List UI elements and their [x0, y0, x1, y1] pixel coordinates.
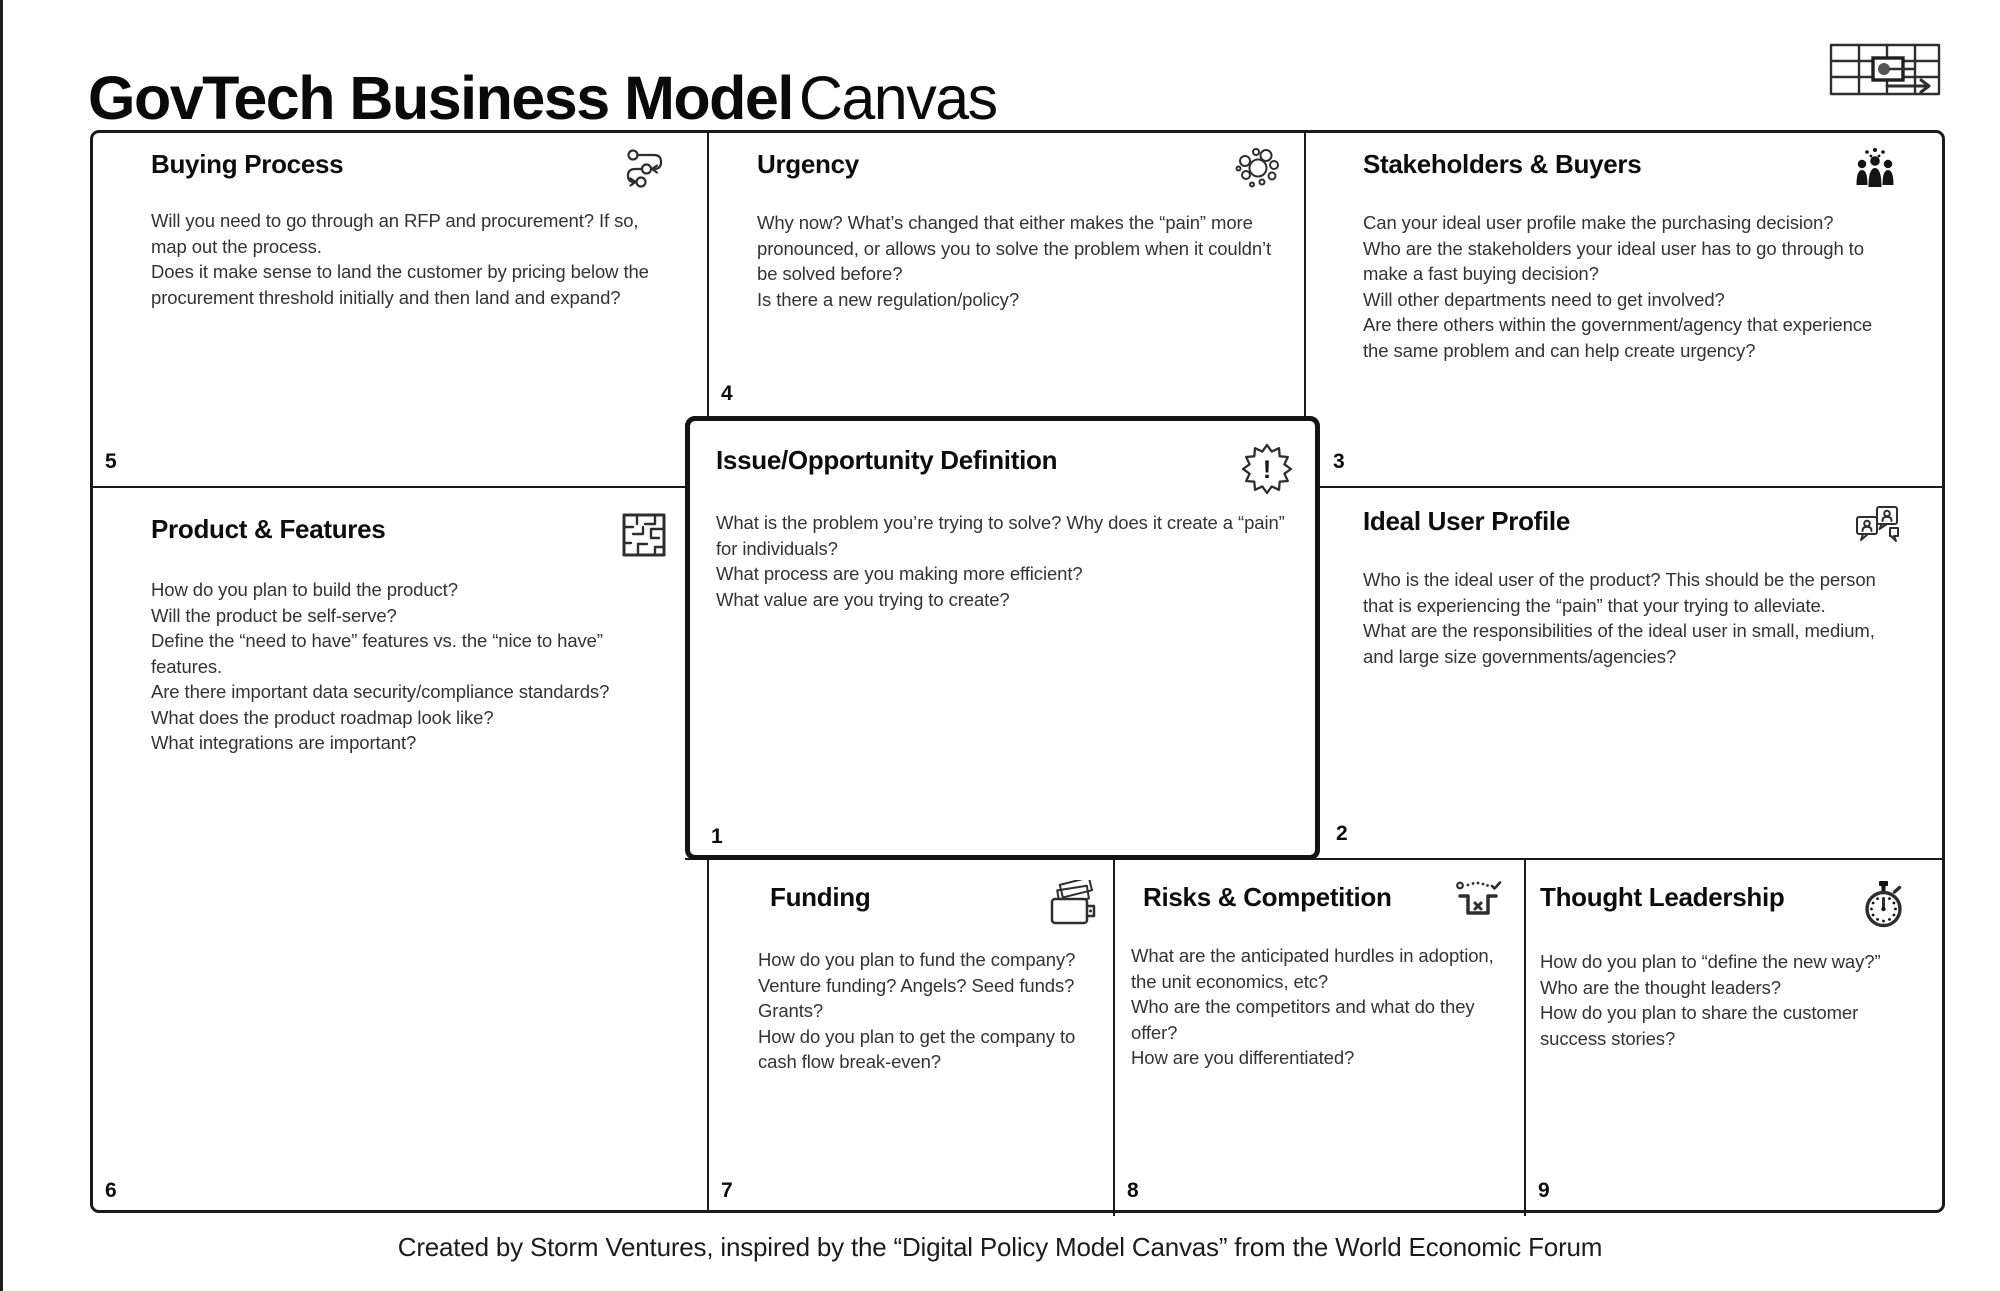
- section-title: Stakeholders & Buyers: [1363, 149, 1642, 179]
- section-number-risks: 8: [1127, 1179, 1139, 1202]
- section-number-ideal-user: 2: [1336, 822, 1348, 845]
- section-questions: Can your ideal user profile make the pur…: [1363, 212, 1873, 361]
- section-questions: How do you plan to fund the company? Ven…: [758, 949, 1076, 1072]
- canvas-grid-arrow-icon: [1828, 36, 1946, 107]
- section-product-features: Product & Features: [93, 488, 707, 1216]
- section-number-product: 6: [105, 1179, 117, 1202]
- wallet-icon: [1047, 876, 1099, 933]
- chat-people-icon: [1854, 504, 1902, 553]
- maze-icon: [621, 512, 667, 563]
- section-stakeholders-buyers: Stakeholders & Buyers: [1306, 133, 1948, 486]
- alert-seal-icon: !: [1241, 443, 1293, 500]
- section-funding: Funding How do you p: [709, 860, 1113, 1216]
- canvas-grid: Buying Process W: [90, 130, 1948, 1216]
- section-title: Buying Process: [151, 149, 344, 179]
- section-questions: Who is the ideal user of the product? Th…: [1363, 569, 1876, 667]
- section-title: Thought Leadership: [1540, 882, 1785, 912]
- section-questions: How do you plan to “define the new way?”…: [1540, 951, 1881, 1049]
- section-title: Urgency: [757, 149, 859, 179]
- section-questions: Why now? What’s changed that either make…: [757, 212, 1272, 310]
- grid-line: [1113, 858, 1115, 1216]
- section-title: Issue/Opportunity Definition: [716, 445, 1058, 475]
- section-number-urgency: 4: [721, 382, 733, 405]
- section-title: Ideal User Profile: [1363, 506, 1571, 536]
- section-number-thought: 9: [1538, 1179, 1550, 1202]
- section-number-issue: 1: [711, 825, 723, 848]
- section-risks-competition: Risks & Competition What are the antici: [1115, 860, 1524, 1216]
- section-thought-leadership: Thought Leadership: [1526, 860, 1948, 1216]
- section-title: Product & Features: [151, 514, 386, 544]
- page-edge-line: [0, 0, 3, 1291]
- section-questions: What are the anticipated hurdles in adop…: [1131, 945, 1494, 1068]
- section-number-funding: 7: [721, 1179, 733, 1202]
- section-title: Risks & Competition: [1143, 882, 1392, 912]
- page-title: GovTech Business ModelCanvas: [88, 63, 998, 133]
- section-number-buying-process: 5: [105, 450, 117, 473]
- footer-credit: Created by Storm Ventures, inspired by t…: [397, 1232, 1603, 1262]
- section-number-stakeholders: 3: [1333, 450, 1345, 473]
- section-questions: What is the problem you’re trying to sol…: [716, 512, 1285, 610]
- section-issue-opportunity-definition: Issue/Opportunity Definition ! What is t…: [685, 416, 1320, 860]
- page-title-light: Canvas: [798, 63, 998, 132]
- section-title: Funding: [770, 882, 871, 912]
- section-ideal-user-profile: Ideal User Profile: [1320, 488, 1948, 858]
- section-questions: Will you need to go through an RFP and p…: [151, 210, 649, 308]
- people-group-icon: [1852, 147, 1898, 196]
- bubbles-cluster-icon: [1234, 147, 1280, 196]
- svg-text:!: !: [1263, 456, 1271, 484]
- section-questions: How do you plan to build the product? Wi…: [151, 579, 610, 753]
- page-title-bold: GovTech Business Model: [88, 63, 794, 132]
- process-flow-icon: [623, 147, 669, 194]
- grid-line: [1524, 858, 1526, 1216]
- section-urgency: Urgency: [709, 133, 1304, 416]
- pit-trap-icon: [1452, 880, 1504, 929]
- section-buying-process: Buying Process W: [93, 133, 707, 486]
- stopwatch-icon: [1860, 880, 1906, 935]
